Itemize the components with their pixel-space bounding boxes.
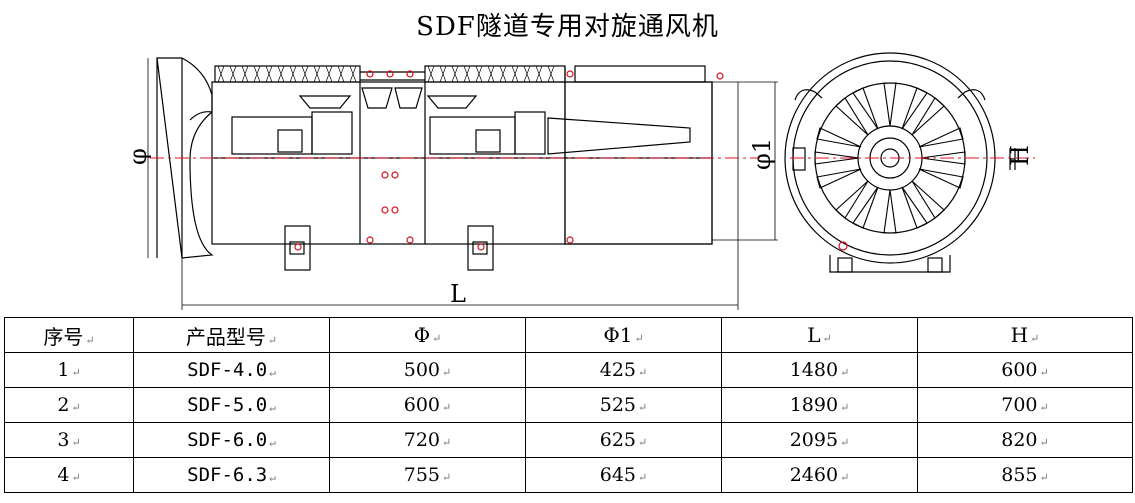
fan-drawing: φ φ1 L H [124, 52, 1035, 310]
phi1-label: φ1 [748, 138, 776, 170]
cell-phi: 755↵ [329, 457, 526, 493]
phi-label: φ [124, 148, 152, 165]
header-height: H↵ [917, 317, 1133, 353]
cell-index: 3↵ [4, 422, 134, 458]
cell-model: SDF-6.0↵ [133, 422, 330, 458]
cell-phi: 720↵ [329, 422, 526, 458]
cell-length: 1480↵ [721, 352, 918, 388]
cell-phi: 600↵ [329, 387, 526, 423]
cell-index: 1↵ [4, 352, 134, 388]
spec-table: 序号↵ 产品型号↵ Φ↵ Φ1↵ L↵ H↵ 1↵ SDF-4.0↵ 500↵ … [4, 317, 1133, 493]
table-row: 1↵ SDF-4.0↵ 500↵ 425↵ 1480↵ 600↵ [4, 352, 1133, 388]
table-row: 2↵ SDF-5.0↵ 600↵ 525↵ 1890↵ 700↵ [4, 387, 1133, 423]
cell-height: 855↵ [917, 457, 1133, 493]
cell-index: 4↵ [4, 457, 134, 493]
table-row: 4↵ SDF-6.3↵ 755↵ 645↵ 2460↵ 855↵ [4, 457, 1133, 493]
cell-phi1: 525↵ [525, 387, 722, 423]
front-view [784, 52, 1016, 273]
page-title: SDF隧道专用对旋通风机 [416, 12, 719, 42]
cell-length: 2460↵ [721, 457, 918, 493]
cell-phi1: 425↵ [525, 352, 722, 388]
table-header-row: 序号↵ 产品型号↵ Φ↵ Φ1↵ L↵ H↵ [4, 317, 1133, 353]
header-model: 产品型号↵ [133, 317, 330, 353]
top-casing [214, 65, 566, 83]
cell-phi1: 625↵ [525, 422, 722, 458]
header-index: 序号↵ [4, 317, 134, 353]
cell-index: 2↵ [4, 387, 134, 423]
main-casing [211, 65, 713, 271]
cell-height: 600↵ [917, 352, 1133, 388]
header-phi1: Φ1↵ [525, 317, 722, 353]
cell-phi: 500↵ [329, 352, 526, 388]
cell-length: 2095↵ [721, 422, 918, 458]
cell-model: SDF-5.0↵ [133, 387, 330, 423]
header-phi: Φ↵ [329, 317, 526, 353]
dimension-lines [147, 58, 778, 310]
cell-height: 700↵ [917, 387, 1133, 423]
length-label: L [450, 280, 466, 308]
table-row: 3↵ SDF-6.0↵ 720↵ 625↵ 2095↵ 820↵ [4, 422, 1133, 458]
cell-phi1: 645↵ [525, 457, 722, 493]
height-label: H [1006, 145, 1034, 166]
cell-height: 820↵ [917, 422, 1133, 458]
cell-length: 1890↵ [721, 387, 918, 423]
cell-model: SDF-6.3↵ [133, 457, 330, 493]
cell-model: SDF-4.0↵ [133, 352, 330, 388]
bolt-marks [294, 70, 848, 251]
header-length: L↵ [721, 317, 918, 353]
